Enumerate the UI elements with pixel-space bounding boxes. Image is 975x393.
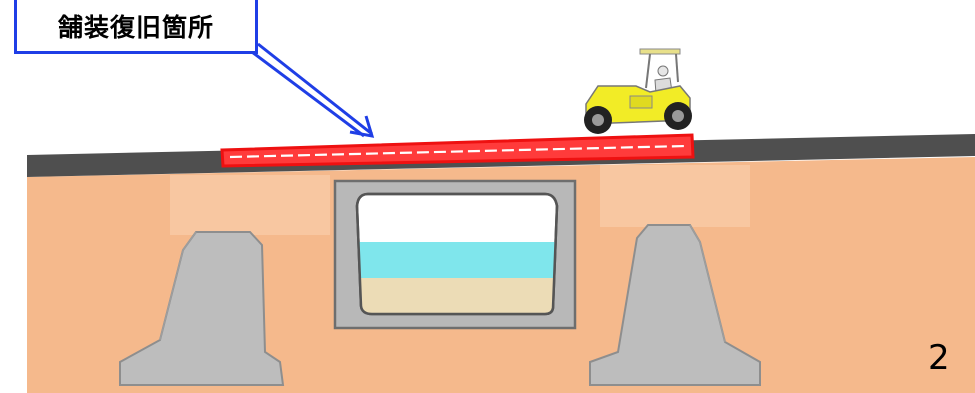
retaining-wall-left [119, 231, 285, 386]
repair-area-highlight [220, 133, 695, 168]
box-culvert [333, 179, 577, 330]
road-roller-icon [584, 48, 692, 134]
callout-arrow-icon [251, 42, 375, 138]
backfill-band-left [170, 175, 330, 235]
backfill-band-right [600, 165, 750, 227]
retaining-wall-right [589, 224, 761, 386]
repair-location-callout: 舗装復旧箇所 [14, 0, 258, 54]
page-number: 2 [928, 338, 950, 378]
callout-label: 舗装復旧箇所 [57, 12, 214, 42]
sediment-layer [360, 278, 554, 314]
water-layer [359, 242, 555, 278]
